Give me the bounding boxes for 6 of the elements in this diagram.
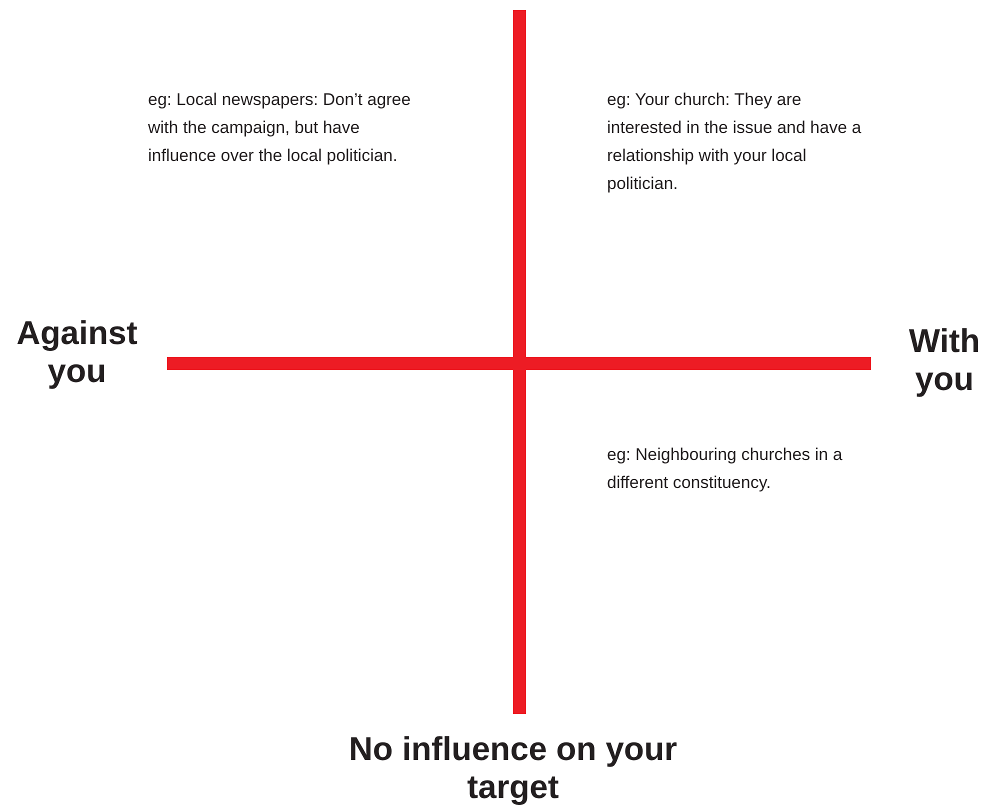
example-note: eg: Neighbouring churches in a different constituency. xyxy=(607,444,844,494)
axis-label: With you xyxy=(908,322,982,398)
axis-label: Against you xyxy=(15,314,138,390)
axis-label: No influence on your target xyxy=(348,730,678,806)
example-note: eg: Your church: They are interested in the issue and have a relationship with your local politician. xyxy=(607,89,862,195)
example-note: eg: Local newspapers: Don’t agree with the campaign, but have influence over the local politician. xyxy=(148,89,412,167)
